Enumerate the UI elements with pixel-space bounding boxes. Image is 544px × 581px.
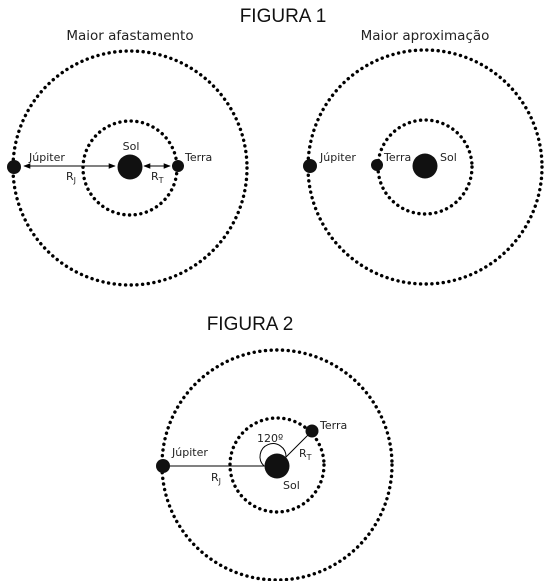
jupiter: [7, 160, 21, 174]
sun: [412, 153, 438, 179]
jupiter-orbit: [11, 49, 249, 287]
rj-label: RJ: [66, 170, 76, 185]
jupiter-label: Júpiter: [28, 151, 65, 164]
right-panel-caption: Maior aproximação: [361, 28, 490, 44]
earth: [172, 160, 184, 172]
earth-label: Terra: [383, 151, 411, 164]
jupiter-label: Júpiter: [319, 151, 356, 164]
sun-label: Sol: [123, 140, 140, 153]
left-panel-caption: Maior afastamento: [66, 28, 193, 44]
figure1-title: FIGURA 1: [240, 6, 327, 27]
earth-orbit: [228, 416, 326, 514]
jupiter: [156, 459, 170, 473]
earth: [371, 159, 383, 171]
jupiter-label: Júpiter: [171, 446, 208, 459]
sun-label: Sol: [440, 151, 457, 164]
jupiter-orbit: [306, 48, 544, 286]
angle-label: 120º: [257, 432, 283, 445]
figure2-diagram: Júpiter Terra Sol 120º RJ RT: [156, 348, 394, 581]
earth-label: Terra: [184, 151, 212, 164]
jupiter: [303, 159, 317, 173]
rj-label: RJ: [211, 471, 221, 486]
angle-arc: [259, 443, 287, 467]
figure1-left-panel: Maior afastamento Sol Júpiter Terra RJ R…: [7, 28, 249, 287]
figure2-title: FIGURA 2: [207, 314, 294, 335]
earth-label: Terra: [319, 419, 347, 432]
earth: [305, 424, 319, 438]
rt-label: RT: [299, 447, 312, 462]
sun: [117, 154, 143, 180]
figure1-right-panel: Maior aproximação Júpiter Terra Sol: [303, 28, 544, 286]
rt-label: RT: [151, 170, 164, 185]
sun-label: Sol: [283, 479, 300, 492]
sun: [264, 453, 290, 479]
